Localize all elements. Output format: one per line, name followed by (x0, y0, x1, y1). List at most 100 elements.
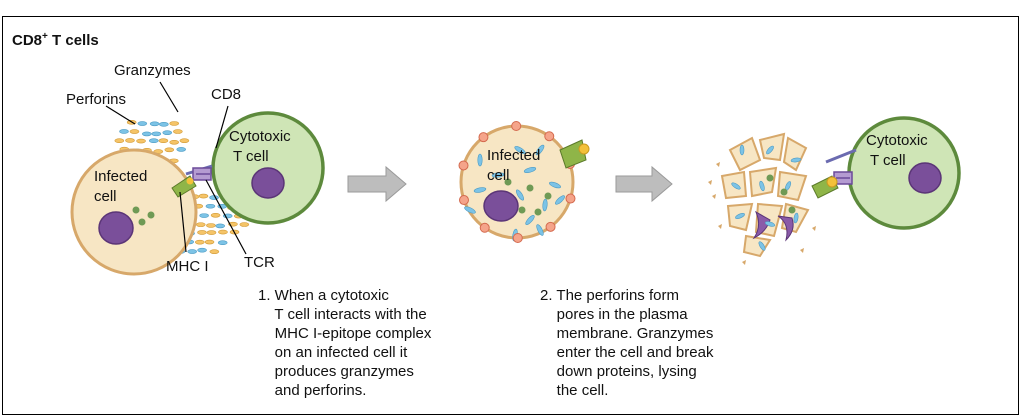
granzyme (162, 130, 173, 135)
protein-dot (780, 188, 788, 196)
perforins-label: Perforins (66, 91, 126, 108)
granzyme (473, 187, 487, 193)
step-1-caption: 1. When a cytotoxic T cell interacts wit… (258, 287, 432, 399)
granzyme (142, 131, 152, 137)
granzyme (464, 206, 476, 214)
granzyme (514, 146, 526, 154)
granzyme (491, 172, 505, 178)
nucleus-icon (251, 167, 285, 199)
granzyme (739, 144, 745, 156)
perforin (136, 138, 146, 144)
granzyme (731, 182, 741, 190)
granzyme (137, 121, 148, 126)
protein-dot (766, 174, 774, 182)
arrow-right-icon (615, 165, 673, 203)
granzymes-label: Granzymes (114, 62, 191, 79)
granzyme (735, 212, 745, 220)
granzyme (790, 157, 802, 163)
perforin (114, 138, 125, 143)
perforin (158, 138, 169, 144)
perforin-pore (458, 195, 469, 206)
protein-dot (518, 206, 526, 214)
debris-chip (812, 226, 816, 231)
perforin (164, 147, 175, 153)
membrane-fragment (748, 166, 778, 198)
perforin (218, 229, 228, 235)
cd8-label: CD8 (211, 86, 241, 103)
granzyme (197, 247, 207, 253)
granzyme (759, 180, 765, 192)
protein-dot (504, 178, 512, 186)
granzyme (525, 215, 535, 225)
figure-title: CD8+ T cells (12, 31, 99, 49)
protein-dot (788, 206, 796, 214)
perforin (204, 239, 215, 245)
debris-chip (800, 248, 804, 253)
cell-contents-2 (464, 144, 565, 242)
debris-chip (708, 180, 712, 185)
perforin-pore (478, 132, 489, 143)
panel-1: Granzymes Perforins CD8 Cytotoxic T cell… (66, 62, 325, 276)
protein-dot (534, 208, 542, 216)
granzyme (119, 129, 129, 134)
nucleus-icon (483, 190, 519, 222)
granzyme (536, 224, 544, 236)
leader-lines-1 (105, 81, 247, 255)
perforin (198, 193, 209, 199)
granzyme (758, 241, 766, 251)
infected-label-2a: Infected (487, 147, 540, 164)
granzyme (176, 147, 187, 152)
granzyme (215, 223, 226, 229)
perforin (206, 230, 217, 235)
granzyme (535, 144, 545, 156)
infected-label-1b: cell (94, 188, 117, 205)
granzyme (187, 249, 198, 254)
infected-label-1a: Infected (94, 168, 147, 185)
cytotoxic-t-cell-1 (211, 111, 325, 225)
granzyme (149, 121, 160, 127)
panel-3: Cytotoxic T cell (708, 116, 961, 265)
perforin (197, 230, 207, 235)
perforin (169, 121, 180, 126)
granzyme (542, 198, 548, 212)
granzyme (209, 195, 219, 200)
infected-cell-2 (459, 124, 575, 240)
perforin (239, 222, 250, 227)
perforin (210, 212, 221, 218)
lysed-cell-debris (708, 132, 816, 265)
granzyme (523, 167, 537, 173)
perforin (195, 222, 206, 227)
membrane-fragment (776, 170, 808, 202)
perforin-pore (479, 222, 490, 233)
receptor-complex-1 (171, 164, 213, 198)
membrane-fragment (782, 136, 808, 172)
membrane-fragment (728, 136, 762, 172)
cytotoxic-label-3a: Cytotoxic (866, 132, 928, 149)
granzyme (764, 221, 776, 227)
perforin (129, 129, 140, 134)
perforin-pore (565, 193, 576, 204)
granzyme (477, 153, 483, 167)
perforin (173, 129, 183, 134)
perforin-pore (458, 160, 469, 171)
granzyme (793, 212, 799, 224)
granzyme (217, 240, 228, 246)
cytotoxic-label-1a: Cytotoxic (229, 128, 291, 145)
cd8-icon (825, 148, 857, 164)
granzyme (516, 189, 524, 201)
perforin-pore (512, 232, 523, 243)
panel-2: Infected cell (458, 121, 590, 243)
granzyme (151, 131, 162, 137)
nucleus-icon (908, 162, 942, 194)
step-2-caption: 2. The perforins form pores in the plasm… (540, 287, 714, 399)
nucleus-icon (98, 211, 134, 245)
tcr-label: TCR (244, 254, 275, 271)
granzyme (159, 122, 169, 127)
debris-chip (716, 162, 720, 167)
cytotoxic-label-1b: T cell (233, 148, 269, 165)
granzyme (766, 145, 774, 155)
mhc-label: MHC I (166, 258, 209, 275)
membrane-fragment (742, 234, 772, 258)
granzyme (199, 213, 209, 218)
